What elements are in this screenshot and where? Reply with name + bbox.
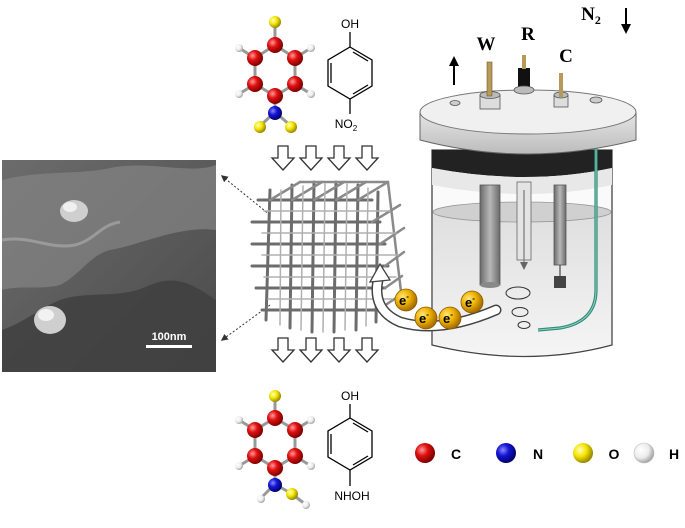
catalyst-mesh	[250, 180, 406, 334]
nitrogen-label: N2	[581, 4, 601, 27]
sem-image: 100nm	[1, 160, 216, 372]
legend-item-oxygen: O	[573, 443, 620, 463]
product-molecule-model	[235, 390, 315, 509]
reactant-structure: OH NO2	[327, 17, 373, 133]
legend-item-nitrogen: N	[496, 443, 543, 463]
reactant-molecule-model	[235, 16, 315, 133]
atom-legend: C N O H	[415, 442, 679, 464]
svg-text:O: O	[609, 446, 620, 462]
electron-4: e-	[460, 290, 484, 314]
product-structure: OH NHOH	[327, 389, 373, 503]
product-nhoh-label: NHOH	[334, 489, 369, 503]
electron-1: e-	[394, 288, 418, 312]
reactant-oh-label: OH	[341, 17, 359, 31]
gas-inlet-arrow	[621, 8, 631, 34]
legend-item-carbon: C	[415, 443, 461, 463]
reaction-arrows-top	[270, 145, 380, 171]
counter-electrode-label: C	[559, 46, 573, 67]
electron-2: e-	[414, 306, 438, 330]
svg-text:e-: e-	[399, 292, 409, 308]
legend-item-hydrogen: H	[633, 442, 679, 464]
product-oh-label: OH	[341, 389, 359, 403]
reactant-no2-label: NO2	[335, 117, 358, 133]
svg-text:N: N	[533, 446, 543, 462]
electron-flow: e- e- e- e-	[368, 262, 502, 332]
svg-text:H: H	[669, 446, 679, 462]
svg-text:C: C	[451, 446, 461, 462]
electron-3: e-	[438, 306, 462, 330]
svg-text:e-: e-	[465, 294, 475, 310]
gas-outlet-arrow	[449, 56, 459, 85]
reaction-arrows-bottom	[270, 337, 380, 363]
svg-text:e-: e-	[419, 310, 429, 326]
scale-bar	[146, 345, 192, 348]
scale-label: 100nm	[152, 331, 187, 343]
working-electrode-label: W	[477, 34, 496, 55]
zoom-line-top	[220, 175, 271, 216]
svg-text:e-: e-	[443, 310, 453, 326]
reference-electrode-label: R	[521, 24, 535, 45]
